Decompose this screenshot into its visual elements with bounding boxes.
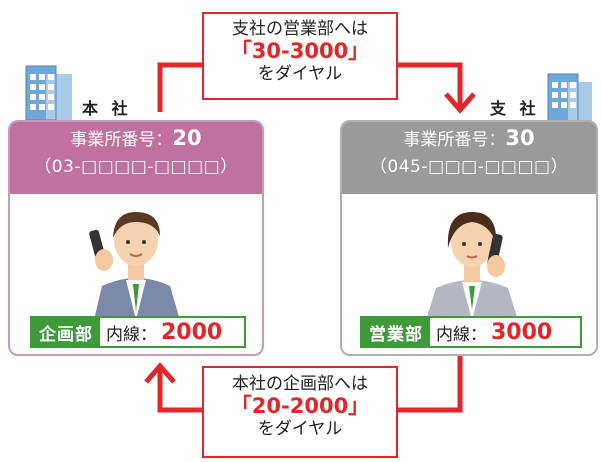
head-office-header: 事業所番号：20 （03-□□□□-□□□□） (10, 122, 262, 194)
ext-label: 内線： (106, 324, 157, 345)
top-callout-number: 「30-3000」 (230, 39, 370, 64)
office-code: 20 (172, 126, 202, 150)
code-label: 事業所番号： (403, 130, 506, 150)
bottom-dial-callout: 本社の企画部へは 「20-2000」 をダイヤル (202, 366, 398, 458)
office-code: 30 (505, 126, 535, 150)
branch-office-header: 事業所番号：30 （045-□□□-□□□□） (342, 122, 596, 194)
ext-number: 3000 (491, 319, 553, 345)
head-office-phone: （03-□□□□-□□□□） (34, 157, 238, 177)
head-office-name: 本 社 (82, 99, 132, 118)
head-office-card: 事業所番号：20 （03-□□□□-□□□□） 企画部 内線：2000 (8, 120, 264, 356)
head-office-dept-bar: 企画部 内線：2000 (30, 316, 246, 348)
businessman-on-phone (89, 212, 180, 320)
top-callout-line3: をダイヤル (257, 63, 343, 84)
bottom-arrowhead (144, 362, 176, 384)
top-arrowhead (444, 92, 476, 114)
extension: 内線：3000 (430, 318, 558, 346)
code-label: 事業所番号： (70, 130, 173, 150)
branch-office-phone: （045-□□□-□□□□） (369, 157, 569, 177)
top-callout-line1: 支社の営業部へは (232, 19, 368, 39)
branch-office-card: 事業所番号：30 （045-□□□-□□□□） 営業部 内線：3000 (340, 120, 598, 356)
bottom-arrow-line-left (157, 366, 204, 413)
ext-number: 2000 (161, 319, 223, 345)
dept-label: 企画部 (32, 318, 100, 346)
head-office-code-line: 事業所番号：20 (10, 125, 262, 153)
businesswoman-on-phone (426, 212, 518, 320)
building-icon (547, 73, 592, 128)
branch-office-dept-bar: 営業部 内線：3000 (360, 316, 582, 348)
extension: 内線：2000 (100, 318, 228, 346)
bottom-arrow-line-right (398, 356, 463, 413)
branch-office-code-line: 事業所番号：30 (342, 125, 596, 153)
ext-label: 内線： (436, 324, 487, 345)
bottom-callout-line1: 本社の企画部へは (232, 374, 368, 394)
branch-office-name: 支 社 (490, 99, 540, 118)
bottom-callout-number: 「20-2000」 (230, 394, 370, 419)
bottom-callout-line3: をダイヤル (257, 418, 343, 439)
top-arrow-line-right (396, 62, 463, 108)
top-dial-callout: 支社の営業部へは 「30-3000」 をダイヤル (202, 12, 398, 100)
dept-label: 営業部 (362, 318, 430, 346)
top-arrow-line (157, 62, 204, 112)
building-icon (25, 65, 72, 121)
